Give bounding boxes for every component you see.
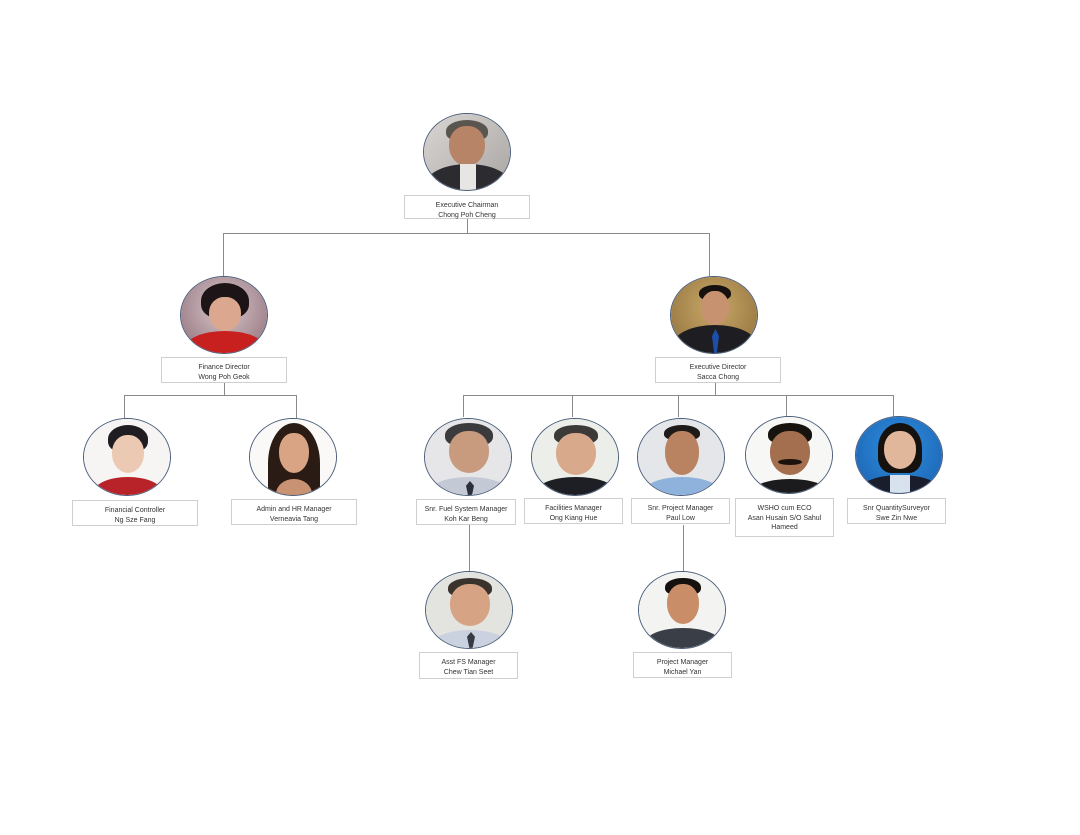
avatar-admin-hr-manager <box>249 418 337 496</box>
label-executive-director: Executive Director Sacca Chong <box>655 357 781 383</box>
connector-to-snr-project <box>678 395 679 417</box>
connector-to-admin-hr <box>296 395 297 418</box>
role-title: Executive Director <box>689 364 747 371</box>
label-snr-project-manager: Snr. Project Manager Paul Low <box>631 498 730 524</box>
connector-to-wsho <box>786 395 787 417</box>
person-name: Wong Poh Geok <box>198 373 250 381</box>
role-title: Executive Chairman <box>435 202 499 209</box>
role-title: Asst FS Manager <box>441 659 496 666</box>
person-name: Sacca Chong <box>696 373 740 381</box>
avatar-finance-director <box>180 276 268 354</box>
label-asst-fs-manager: Asst FS Manager Chew Tian Seet <box>419 652 518 679</box>
person-name: Verneavia Tang <box>269 515 319 523</box>
connector-to-fuel-system <box>463 395 464 417</box>
role-title: Snr. Project Manager <box>647 505 714 512</box>
connector-root-down <box>467 219 468 233</box>
role-title: Project Manager <box>656 659 709 666</box>
avatar-wsho-eco <box>745 416 833 494</box>
connector-executive-down <box>715 383 716 395</box>
role-title: Admin and HR Manager <box>256 506 332 513</box>
person-name: Swe Zin Nwe <box>875 514 918 522</box>
person-name: Ng Sze Fang <box>114 516 156 524</box>
role-title: WSHO cum ECO <box>757 505 812 512</box>
role-title: Snr QuantitySurveyor <box>863 505 930 512</box>
person-name: Michael Yan <box>663 668 702 676</box>
label-financial-controller: Financial Controller Ng Sze Fang <box>72 500 198 526</box>
avatar-snr-project-manager <box>637 418 725 496</box>
person-name: Koh Kar Beng <box>444 515 488 523</box>
connector-finance-bar <box>124 395 297 396</box>
person-name: Ong Kiang Hue <box>549 514 598 522</box>
person-name: Paul Low <box>666 514 695 522</box>
connector-to-financial-controller <box>124 395 125 418</box>
label-facilities-manager: Facilities Manager Ong Kiang Hue <box>524 498 623 524</box>
label-executive-chairman: Executive Chairman Chong Poh Cheng <box>404 195 530 219</box>
label-project-manager: Project Manager Michael Yan <box>633 652 732 678</box>
avatar-executive-chairman <box>423 113 511 191</box>
connector-level2-bar <box>223 233 710 234</box>
connector-finance-down <box>224 383 225 395</box>
label-quantity-surveyor: Snr QuantitySurveyor Swe Zin Nwe <box>847 498 946 524</box>
avatar-executive-director <box>670 276 758 354</box>
connector-to-executive-director <box>709 233 710 276</box>
label-fuel-system-manager: Snr. Fuel System Manager Koh Kar Beng <box>416 499 516 525</box>
avatar-project-manager <box>638 571 726 649</box>
connector-to-finance-director <box>223 233 224 276</box>
role-title: Snr. Fuel System Manager <box>424 506 508 513</box>
connector-to-project-manager <box>683 525 684 571</box>
avatar-financial-controller <box>83 418 171 496</box>
avatar-asst-fs-manager <box>425 571 513 649</box>
person-name-line2: Hameed <box>771 524 798 531</box>
avatar-quantity-surveyor <box>855 416 943 494</box>
connector-to-asst-fs <box>469 525 470 571</box>
role-title: Finance Director <box>198 364 250 371</box>
person-name: Chong Poh Cheng <box>438 211 496 219</box>
role-title: Financial Controller <box>104 507 166 514</box>
label-finance-director: Finance Director Wong Poh Geok <box>161 357 287 383</box>
connector-to-quantity-surveyor <box>893 395 894 417</box>
person-name-line1: Asan Husain S/O Sahul <box>747 514 822 522</box>
label-wsho-eco: WSHO cum ECO Asan Husain S/O Sahul Hamee… <box>735 498 834 537</box>
avatar-fuel-system-manager <box>424 418 512 496</box>
person-name: Chew Tian Seet <box>443 668 494 676</box>
label-admin-hr-manager: Admin and HR Manager Verneavia Tang <box>231 499 357 525</box>
connector-to-facilities <box>572 395 573 417</box>
avatar-facilities-manager <box>531 418 619 496</box>
role-title: Facilities Manager <box>545 505 602 512</box>
